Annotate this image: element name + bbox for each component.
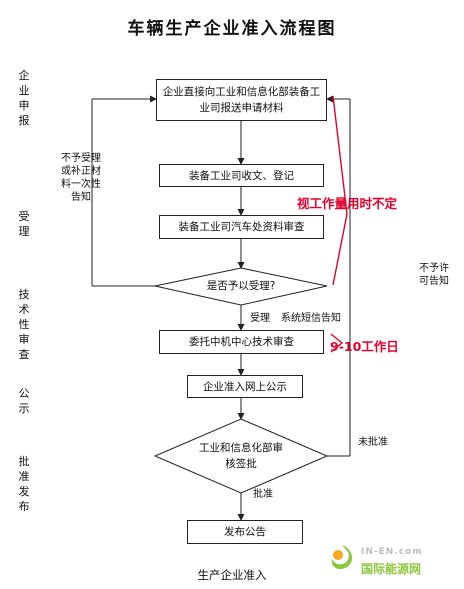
watermark-name: 国际能源网 (361, 562, 422, 576)
decision-approve-text: 工业和信息化部审核签批 (199, 442, 283, 470)
label-accepted: 受理 (250, 313, 270, 324)
decision-approve-shape (153, 418, 329, 494)
box-vehicle-review: 装备工业司汽车处资料审查 (159, 215, 324, 239)
label-not-approved: 未批准 (358, 437, 388, 448)
stage-accept: 受理 (18, 210, 30, 238)
decision-accept-text: 是否予以受理? (206, 280, 276, 292)
box-submit: 企业直接向工业和信息化部装备工业司报送申请材料 (156, 79, 327, 121)
label-sms-notice: 系统短信告知 (281, 313, 341, 324)
annotation-variable-time: 视工作量用时不定 (297, 196, 398, 211)
page-title: 车辆生产企业准入流程图 (127, 19, 337, 39)
label-approved: 批准 (253, 489, 273, 500)
stage-apply: 企业申报 (18, 69, 30, 127)
label-not-allow: 不予许可告知 (419, 263, 449, 287)
stage-review: 技术性审查 (18, 288, 30, 361)
box-public-notice: 企业准入网上公示 (187, 375, 303, 398)
label-not-accept: 不予受理或补正材料一次性告知 (61, 153, 101, 203)
box-release: 发布公告 (187, 520, 303, 544)
leaf-logo-icon (326, 541, 358, 573)
decision-accept-shape (154, 267, 328, 306)
stage-publish: 批准发布 (18, 455, 30, 513)
watermark-domain: IN-EN.com (361, 547, 423, 557)
box-receive: 装备工业司收文、登记 (159, 164, 324, 187)
figure-caption: 生产企业准入 (197, 568, 267, 582)
stage-publicity: 公示 (18, 387, 30, 415)
box-tech-review: 委托中机中心技术审查 (159, 330, 324, 354)
annotation-workdays: 9-10工作日 (330, 339, 399, 354)
